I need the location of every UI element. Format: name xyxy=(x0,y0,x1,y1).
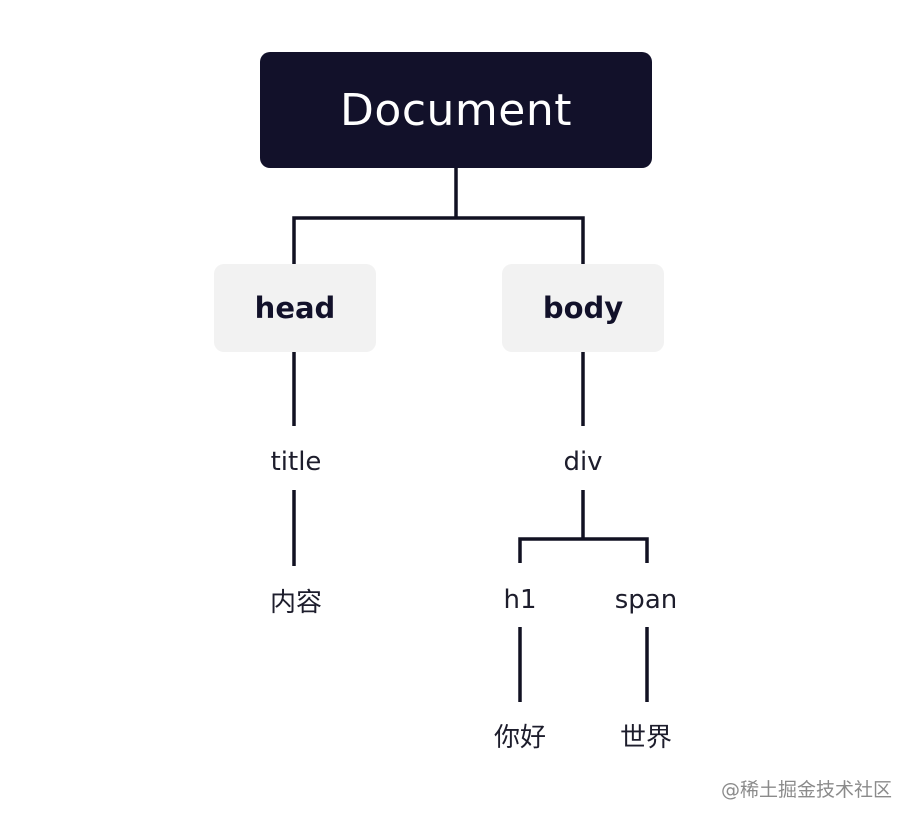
watermark-text: @稀土掘金技术社区 xyxy=(720,779,892,801)
div-node: div xyxy=(563,447,603,477)
span-content-node: 世界 xyxy=(619,722,672,753)
head-node: head xyxy=(214,264,376,352)
connector-div-children xyxy=(518,537,649,563)
document-node: Document xyxy=(260,52,652,168)
title-node: title xyxy=(270,447,322,477)
h1-node: h1 xyxy=(503,585,537,615)
span-node: span xyxy=(614,585,678,615)
h1-content-node: 你好 xyxy=(493,722,546,753)
connector-document-children xyxy=(292,216,585,264)
body-node: body xyxy=(502,264,664,352)
title-content-node: 内容 xyxy=(269,587,322,618)
